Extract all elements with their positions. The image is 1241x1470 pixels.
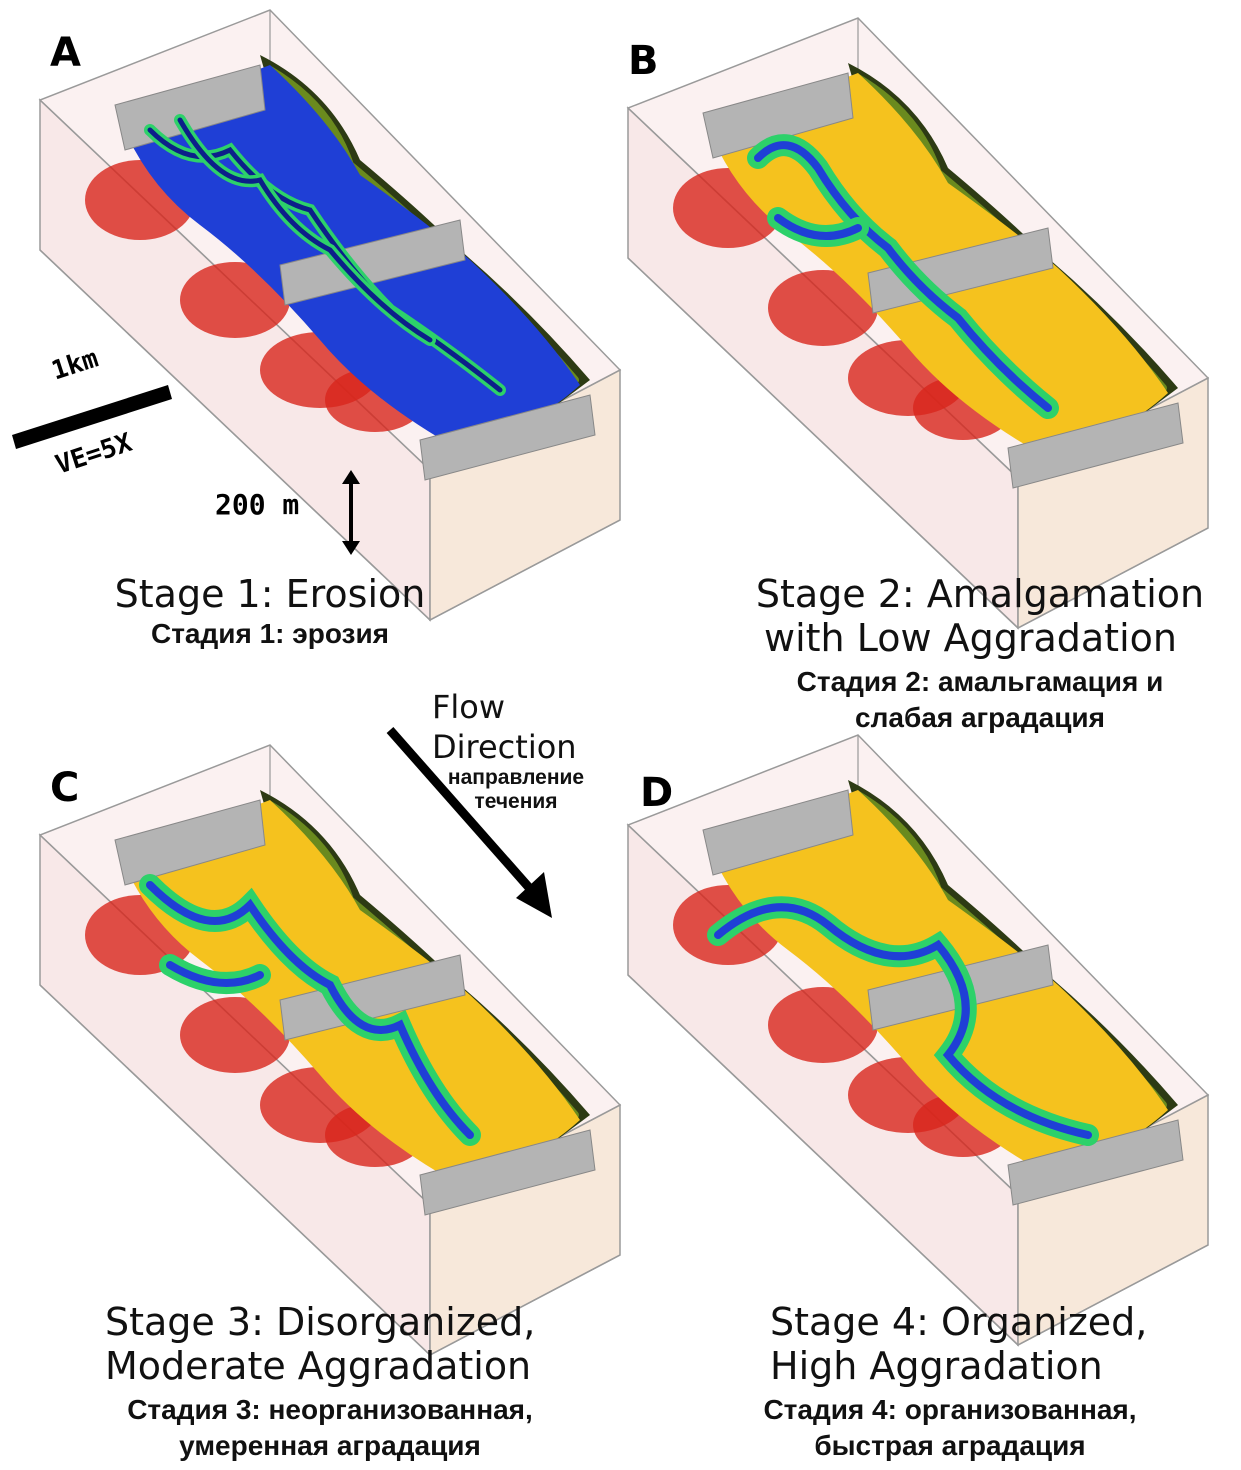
- caption-stage-2-en-1: Stage 2: Amalgamation: [755, 572, 1205, 616]
- depth-scale-label: 200 m: [215, 488, 300, 521]
- channel-thalweg: [146, 881, 474, 1139]
- block-edge: [429, 1254, 621, 1356]
- block-diagram-stage-2: [626, 17, 1210, 630]
- caption-stage-3-en-1: Stage 3: Disorganized,: [105, 1300, 536, 1344]
- channel-thalweg: [714, 903, 1092, 1139]
- block-edge: [1017, 527, 1209, 629]
- bank-lobe: [180, 262, 290, 338]
- channel-belt: [85, 790, 596, 1216]
- block-diagram-stage-1: [38, 9, 622, 622]
- channel-thalweg: [774, 214, 862, 240]
- caption-stage-4-en-2: High Aggradation: [770, 1344, 1103, 1388]
- channel-belt: [673, 63, 1184, 489]
- caption-stage-3-ru-2: умеренная аградация: [179, 1430, 481, 1461]
- slice-plate: [114, 799, 266, 886]
- caption-stage-2-ru-2: слабая аградация: [855, 702, 1105, 733]
- caption-stage-4-ru-1: Стадия 4: организованная,: [763, 1394, 1137, 1425]
- channel-thalweg: [177, 117, 433, 343]
- block-edge: [429, 519, 621, 621]
- panel-label-c: C: [50, 765, 80, 811]
- flow-direction-label-en-2: Direction: [432, 728, 577, 766]
- caption-stage-4-en-1: Stage 4: Organized,: [770, 1300, 1148, 1344]
- caption-stage-2: Stage 2: Amalgamation with Low Aggradati…: [730, 572, 1230, 736]
- flow-direction-label-ru-2: течения: [474, 790, 558, 813]
- depth-arrow-icon: [342, 470, 360, 555]
- panel-label-d: D: [640, 770, 674, 816]
- flow-direction-arrow-icon: [386, 727, 552, 918]
- caption-stage-2-en-2: with Low Aggradation: [764, 616, 1177, 660]
- slice-plate: [702, 72, 854, 159]
- bank-lobe: [768, 987, 878, 1063]
- block-edge: [1017, 1244, 1209, 1346]
- flow-direction-label-ru-1: направление: [447, 766, 585, 789]
- slice-plate: [1007, 1119, 1184, 1206]
- caption-stage-2-ru-1: Стадия 2: амальгамация и: [796, 666, 1164, 697]
- block-edge: [627, 974, 1019, 1346]
- scale-bar: [12, 385, 172, 449]
- bank-lobe: [180, 997, 290, 1073]
- slice-plate: [1007, 402, 1184, 489]
- block-edge: [627, 257, 1019, 629]
- slice-plate: [279, 219, 466, 306]
- slice-plate: [702, 789, 854, 876]
- slice-plate: [279, 954, 466, 1041]
- caption-stage-3-en-2: Moderate Aggradation: [105, 1344, 532, 1388]
- flow-direction-label-en-1: Flow: [432, 688, 506, 726]
- bank-lobe: [768, 270, 878, 346]
- panel-label-a: A: [50, 30, 81, 76]
- channel-thalweg: [754, 141, 1052, 412]
- block-diagram-stage-4: [626, 734, 1210, 1347]
- caption-stage-1-en: Stage 1: Erosion: [114, 572, 426, 616]
- slice-plate: [419, 394, 596, 481]
- channel-belt: [85, 55, 596, 481]
- block-edge: [39, 249, 431, 621]
- panel-label-b: B: [628, 38, 659, 84]
- caption-stage-1: Stage 1: Erosion Стадия 1: эрозия: [60, 572, 480, 652]
- caption-stage-3: Stage 3: Disorganized, Moderate Aggradat…: [50, 1300, 610, 1464]
- slice-plate: [419, 1129, 596, 1216]
- block-edge: [39, 984, 431, 1356]
- caption-stage-4: Stage 4: Organized, High Aggradation Ста…: [700, 1300, 1200, 1464]
- caption-stage-4-ru-2: быстрая аградация: [814, 1430, 1086, 1461]
- channel-belt: [673, 780, 1184, 1206]
- block-diagram-stage-3: [38, 744, 622, 1357]
- caption-stage-1-ru: Стадия 1: эрозия: [150, 618, 390, 649]
- caption-stage-3-ru-1: Стадия 3: неорганизованная,: [127, 1394, 533, 1425]
- channel-thalweg: [166, 961, 264, 987]
